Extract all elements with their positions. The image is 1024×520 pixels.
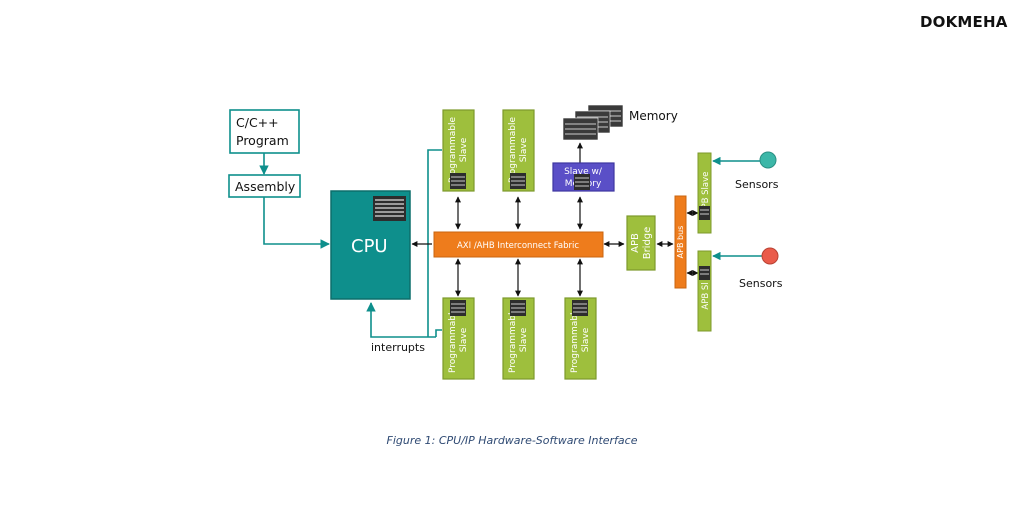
bus-arrows [411,142,699,297]
programmable-slave-bottom-1: Programmable Slave [442,297,475,380]
register-icon [699,206,710,220]
slave-top-2-line1: Programmable [508,117,518,183]
sensor-bottom-icon [761,247,779,265]
cpu-label: CPU [351,236,388,257]
apb-bus-label: APB bus [676,226,685,259]
assembly-box: Assembly [228,174,301,198]
apb-bridge-line2: Bridge [642,227,653,260]
interrupt-line-top [427,149,442,337]
slave-bottom-2-line2: Slave [519,327,529,352]
register-icon [510,173,526,189]
apb-slave-bottom-label: APB Sl [701,282,711,309]
register-icon [699,266,710,280]
register-icon [510,300,526,316]
sensors-top-label: Sensors [735,178,779,191]
cpu-block: CPU [330,190,411,300]
interrupt-line-bottom [435,329,442,337]
sensor-top-icon [759,151,777,169]
programmable-slave-top-1: Programmable Slave [442,109,475,192]
slave-bottom-2-line1: Programmable [508,307,518,373]
apb-slave-top: APB Slave [697,152,712,234]
register-icon [574,174,590,190]
cpu-register-icon [373,196,406,221]
brand-logo: DOKMEHA [920,13,1008,31]
apb-slave-top-label: APB Slave [701,172,711,215]
slave-memory-line1: Slave w/ [564,167,603,177]
interrupt-to-cpu-arrow [366,302,436,338]
program-line1: C/C++ [236,115,279,130]
fabric-label: AXI /AHB Interconnect Fabric [457,241,579,251]
program-box: C/C++ Program [229,109,300,154]
apb-slave-bottom: APB Sl [697,250,712,332]
slave-top-1-line2: Slave [459,137,469,162]
slave-bottom-3-line2: Slave [581,327,591,352]
slave-with-memory: Slave w/ Memory [552,162,615,192]
register-icon [450,173,466,189]
programmable-slave-top-2: Programmable Slave [502,109,535,192]
memory-label: Memory [629,109,678,123]
apb-bus: APB bus [674,195,687,289]
interconnect-fabric: AXI /AHB Interconnect Fabric [433,231,604,258]
slave-bottom-3-line1: Programmable [570,307,580,373]
slave-top-1-line1: Programmable [448,117,458,183]
memory-stack-icon [562,104,624,141]
programmable-slave-bottom-3: Programmable Slave [564,297,597,380]
assembly-label: Assembly [235,179,296,194]
register-icon [572,300,588,316]
slave-bottom-1-line2: Slave [459,327,469,352]
slave-bottom-1-line1: Programmable [448,307,458,373]
register-icon [450,300,466,316]
programmable-slave-bottom-2: Programmable Slave [502,297,535,380]
interrupts-label: interrupts [371,341,425,354]
apb-bridge: APB Bridge [626,215,656,271]
slave-top-2-line2: Slave [519,137,529,162]
sensors-bottom-label: Sensors [739,277,783,290]
apb-bridge-line1: APB [630,233,641,253]
figure-caption: Figure 1: CPU/IP Hardware-Software Inter… [386,434,638,447]
assembly-to-cpu-arrow [263,197,330,249]
software-flow-connectors [259,149,768,338]
program-line2: Program [236,133,289,148]
